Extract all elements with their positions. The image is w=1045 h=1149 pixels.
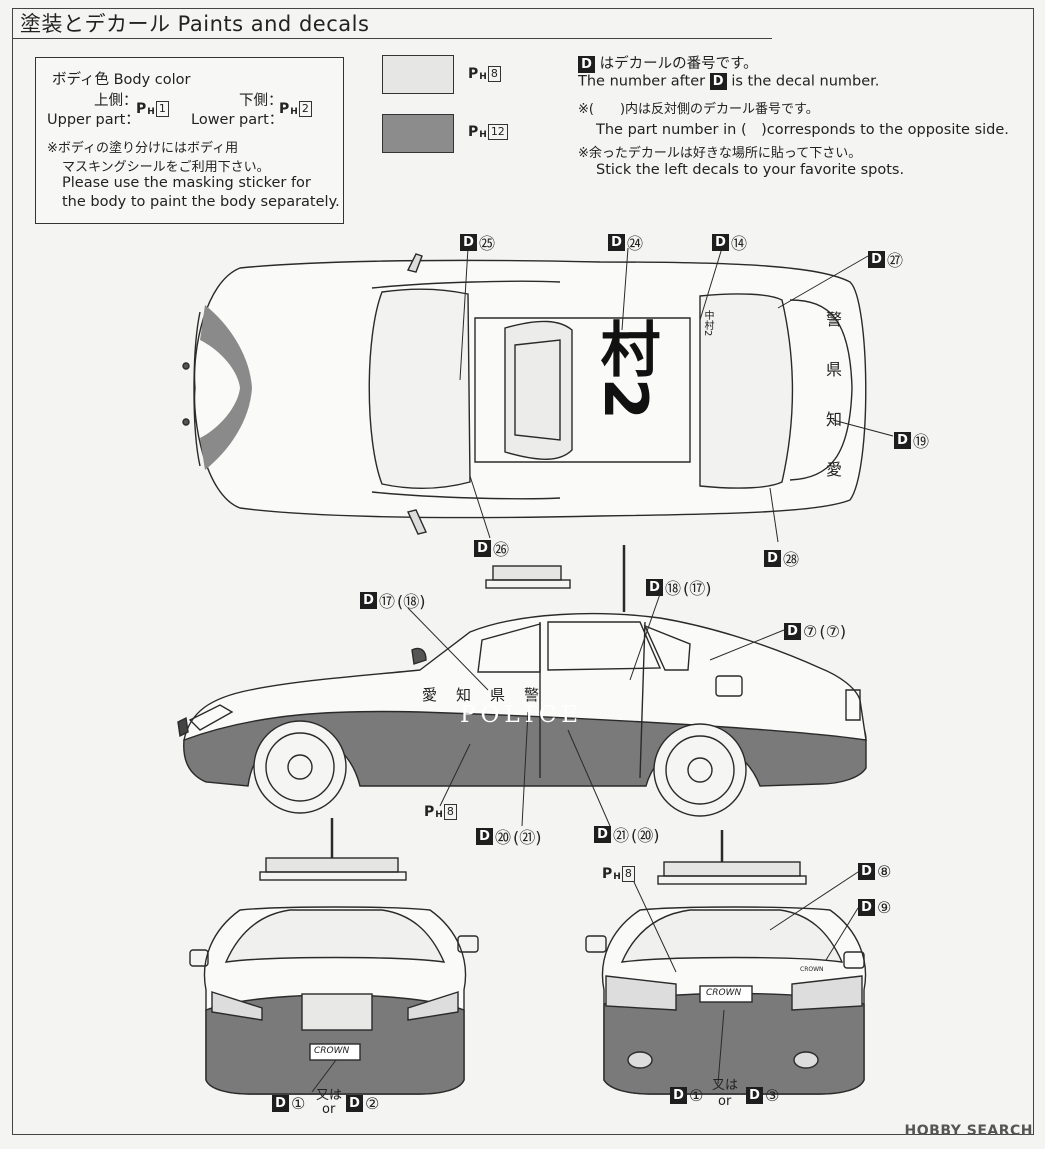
decal-badge: D [578, 55, 595, 73]
decal-note-line3-en: Stick the left decals to your favorite s… [596, 162, 905, 178]
rear-view-car [585, 830, 867, 1095]
paint-swatch-12 [382, 114, 454, 153]
rear-plate-decal: CROWN [706, 988, 742, 998]
masking-note-jp-1: ※ボディの塗り分けにはボディ用 [47, 141, 239, 156]
page-frame [12, 8, 1034, 1135]
decal-note-line2-jp: ※( )内は反対側のデカール番号です。 [578, 102, 819, 117]
front-view-car [189, 818, 479, 1095]
decal-note-line1-en: The number after D is the decal number. [578, 73, 880, 90]
body-color-heading: ボディ色 Body color [52, 72, 191, 88]
trunk-char-1: 警 [826, 310, 843, 329]
decal-badge: D [709, 73, 727, 90]
masking-note-jp-2: マスキングシールをご利用下さい。 [62, 160, 270, 175]
decal-note-line1-jp: D はデカールの番号です。 [578, 52, 758, 73]
top-view-car [182, 253, 867, 535]
front-or-jp: 又は [316, 1088, 343, 1103]
lower-part-en: Lower part： [191, 112, 284, 128]
trunk-char-3: 知 [826, 410, 843, 429]
rear-badge-decal: CROWN [800, 966, 824, 973]
small-number-decal: 中村2 [702, 310, 713, 337]
watermark: HOBBY SEARCH [904, 1123, 1033, 1139]
trunk-char-4: 愛 [826, 460, 843, 479]
rear-or-jp: 又は [712, 1078, 739, 1093]
trunk-char-2: 県 [826, 360, 843, 379]
lower-part-jp: 下側： [239, 93, 283, 109]
upper-part-en: Upper part： [47, 112, 140, 128]
side-view-car [177, 545, 867, 817]
side-view-leader-lines [407, 593, 785, 827]
decal-note-line2-en: The part number in ( )corresponds to the… [596, 122, 1009, 138]
page-title: 塗装とデカール Paints and decals [20, 12, 370, 36]
door-kanji-decal: 愛 知 県 警 [422, 686, 542, 704]
rear-or-en: or [718, 1094, 732, 1109]
masking-note-en-1: Please use the masking sticker for [62, 175, 311, 191]
paint-swatch-8 [382, 55, 454, 94]
rear-view-leader-lines [311, 871, 859, 1093]
front-or-en: or [322, 1102, 336, 1117]
roof-number-decal: 村2 [590, 318, 660, 420]
upper-part-jp: 上側： [94, 93, 138, 109]
police-text-decal: POLICE [460, 702, 584, 728]
title-underline [12, 38, 772, 39]
decal-note-line3-jp: ※余ったデカールは好きな場所に貼って下さい。 [578, 146, 862, 161]
top-view-leader-lines [459, 247, 894, 543]
masking-note-en-2: the body to paint the body separately. [62, 194, 340, 210]
front-plate-decal: CROWN [314, 1046, 350, 1056]
